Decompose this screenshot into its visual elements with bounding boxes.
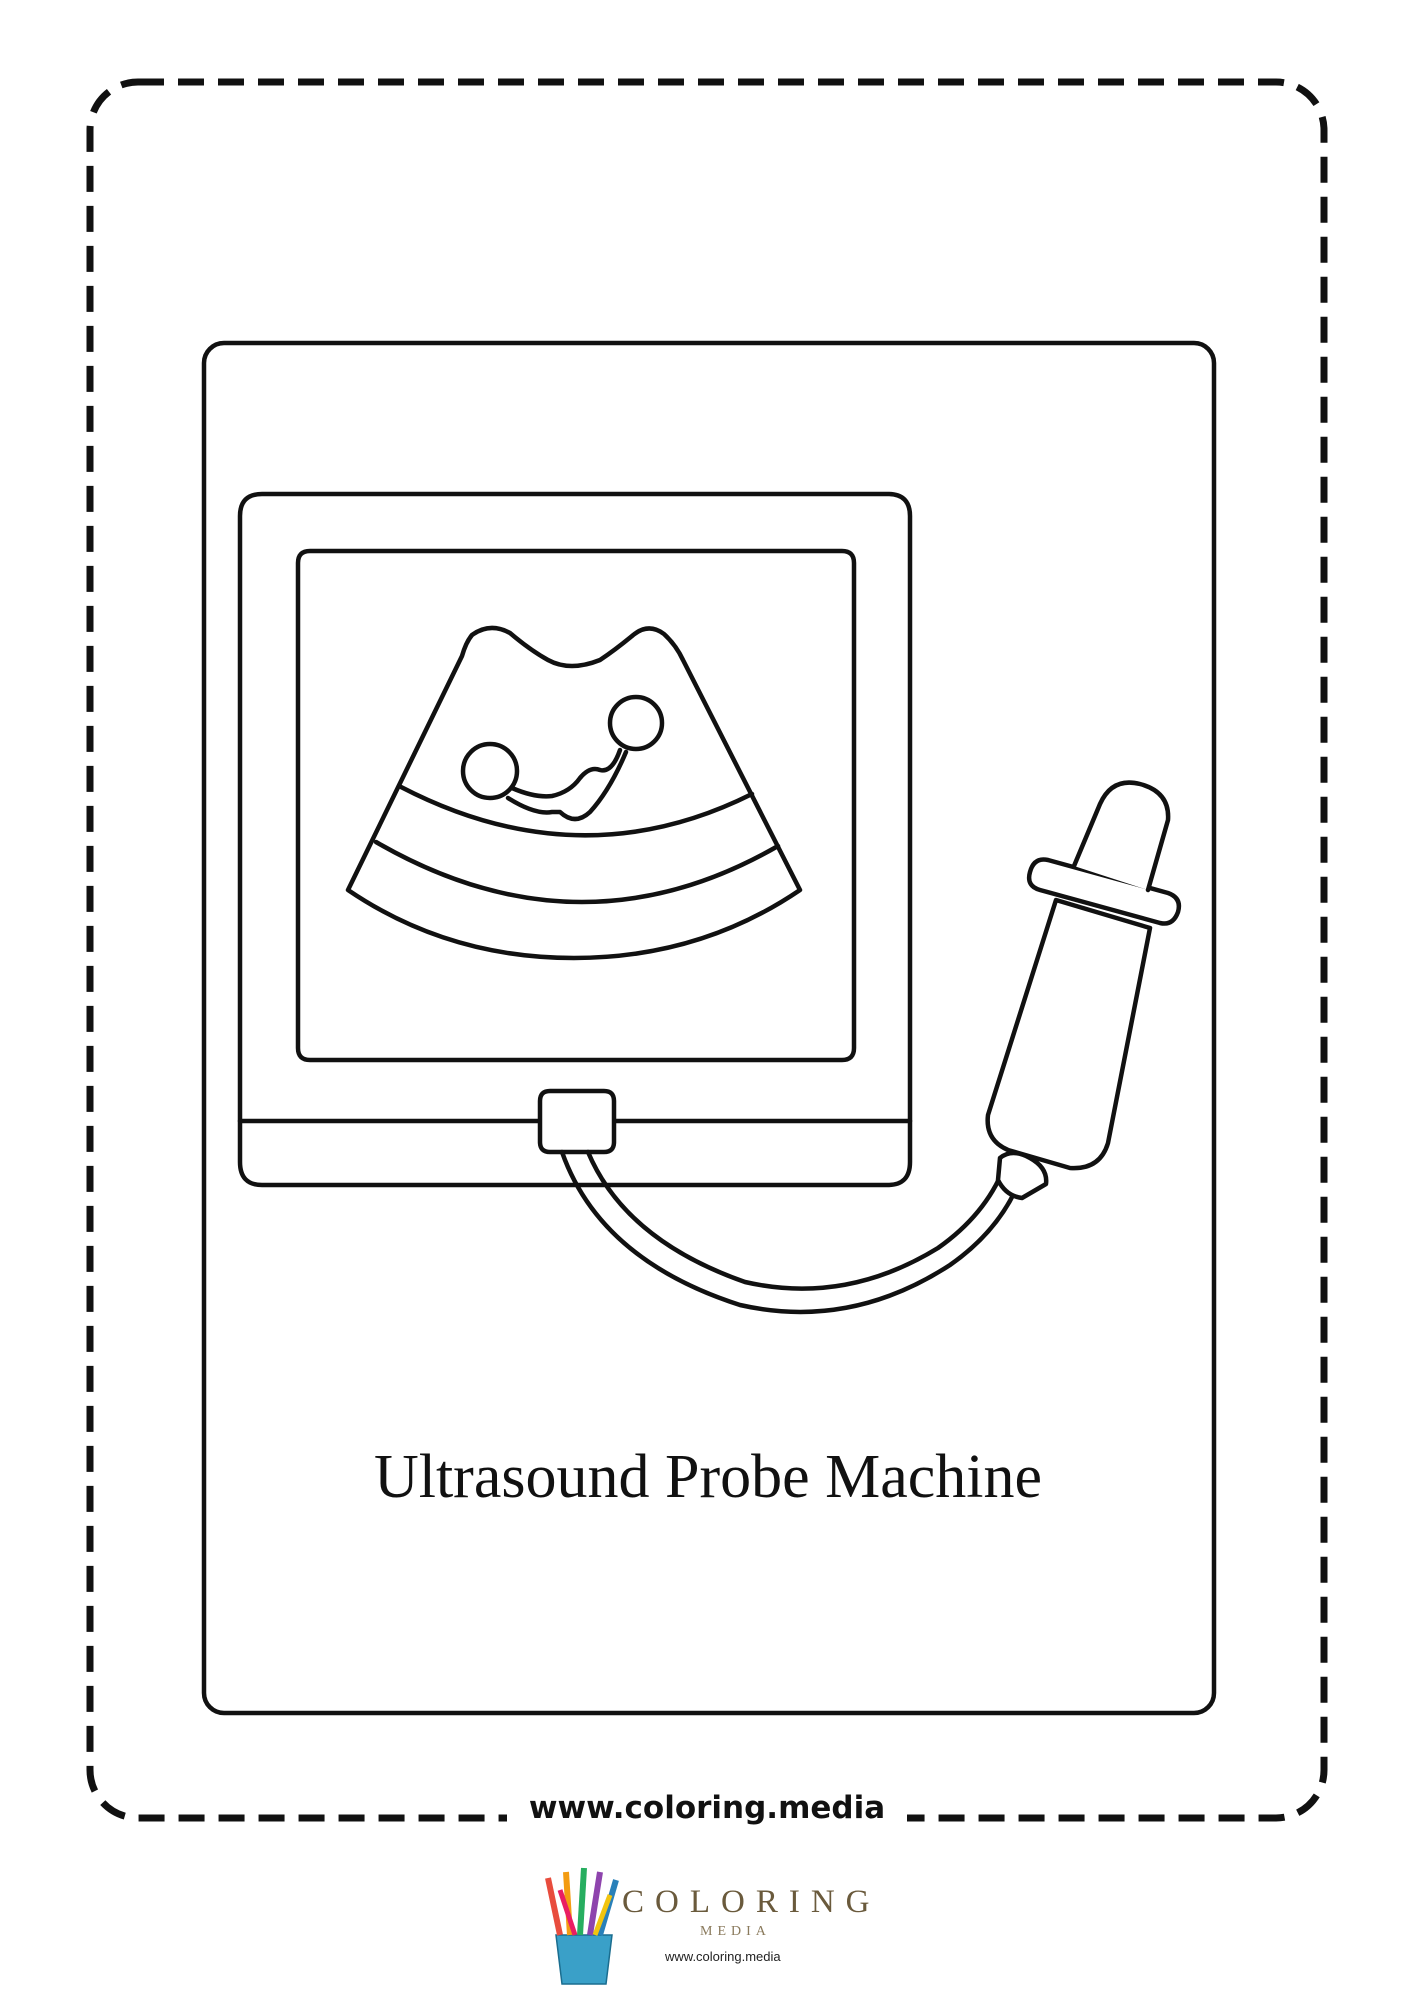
drawing-caption: Ultrasound Probe Machine bbox=[373, 1443, 1043, 1511]
ultrasound-probe-icon bbox=[985, 780, 1182, 1201]
logo-subtitle: MEDIA bbox=[700, 1924, 771, 1939]
coloring-media-logo[interactable]: COLORING MEDIA www.coloring.media bbox=[530, 1870, 890, 1985]
website-link[interactable]: www.coloring.media bbox=[507, 1790, 907, 1826]
logo-wordmark: COLORING bbox=[622, 1884, 881, 1920]
ultrasound-cable bbox=[559, 1149, 1023, 1315]
pencil-cup-icon bbox=[545, 1867, 619, 1985]
ultrasound-machine-icon bbox=[237, 491, 913, 1188]
logo-url: www.coloring.media bbox=[665, 1949, 781, 1964]
picture-frame bbox=[201, 340, 1217, 1716]
